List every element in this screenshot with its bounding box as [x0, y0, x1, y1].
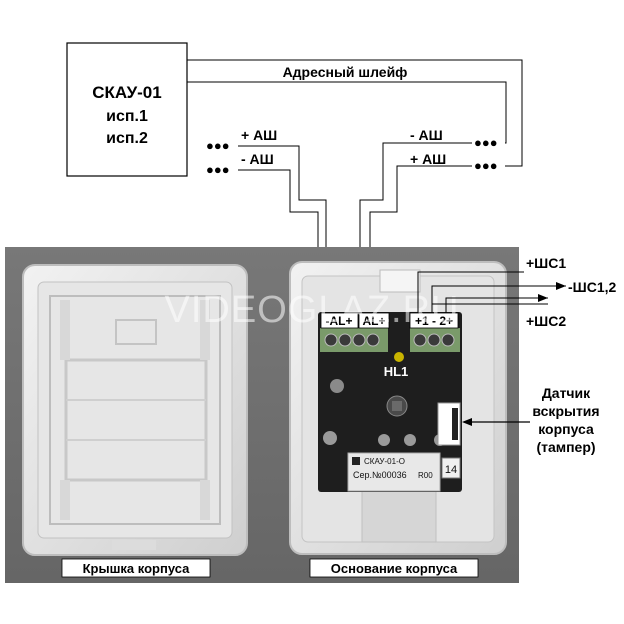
tamper-line-4: (тампер)	[536, 439, 595, 455]
device-photo: СКАУ-01-О Сер.№00036 R00 14 -AL+ AL+ +1 …	[5, 247, 519, 583]
pcb-serial-label: Сер.№00036	[353, 470, 407, 480]
loop-dots-left-top: ●●●	[206, 138, 230, 153]
pcb-revision-label: R00	[418, 471, 433, 480]
loop-dots-right-bottom: ●●●	[474, 158, 498, 173]
pcb-board: СКАУ-01-О Сер.№00036 R00 14	[318, 312, 462, 492]
tamper-line-3: корпуса	[538, 421, 594, 437]
controller-variant-2: исп.2	[106, 130, 148, 147]
loop-dots-left-bottom: ●●●	[206, 162, 230, 177]
shs-output-wires	[417, 271, 566, 313]
controller-title: СКАУ-01	[92, 83, 161, 102]
caption-base: Основание корпуса	[331, 561, 458, 576]
terminal-al-plus-label: AL+	[362, 314, 385, 328]
pcb-sticker-number: 14	[445, 464, 457, 476]
output-shs1-plus: +ШС1	[526, 255, 566, 271]
loop-plus-left: + АШ	[241, 127, 277, 143]
housing-base: СКАУ-01-О Сер.№00036 R00 14	[289, 261, 507, 555]
address-loop-label: Адресный шлейф	[283, 64, 408, 80]
housing-cover	[22, 264, 248, 556]
output-shs2-plus: +ШС2	[526, 313, 566, 329]
loop-minus-left: - АШ	[241, 151, 274, 167]
loop-plus-right: + АШ	[410, 151, 446, 167]
watermark: VIDEOGLAZ.RU	[165, 289, 460, 331]
caption-cover: Крышка корпуса	[83, 561, 191, 576]
loop-minus-right: - АШ	[410, 127, 443, 143]
led-hl1-label: HL1	[384, 364, 409, 379]
terminal-al-minus-label: -AL+	[326, 314, 353, 328]
output-shs12-minus: -ШС1,2	[568, 279, 617, 295]
tamper-line-2: вскрытия	[532, 403, 599, 419]
pcb-model-label: СКАУ-01-О	[364, 457, 405, 466]
controller-variant-1: исп.1	[106, 108, 148, 125]
terminal-shs-label: +1 - 2+	[415, 314, 453, 328]
tamper-line-1: Датчик	[542, 385, 591, 401]
controller-box: СКАУ-01 исп.1 исп.2	[66, 42, 188, 177]
tamper-arrowhead	[462, 418, 472, 426]
loop-dots-right-top: ●●●	[474, 135, 498, 150]
shs-arrowheads	[538, 282, 566, 302]
address-loop-wires	[187, 59, 523, 300]
